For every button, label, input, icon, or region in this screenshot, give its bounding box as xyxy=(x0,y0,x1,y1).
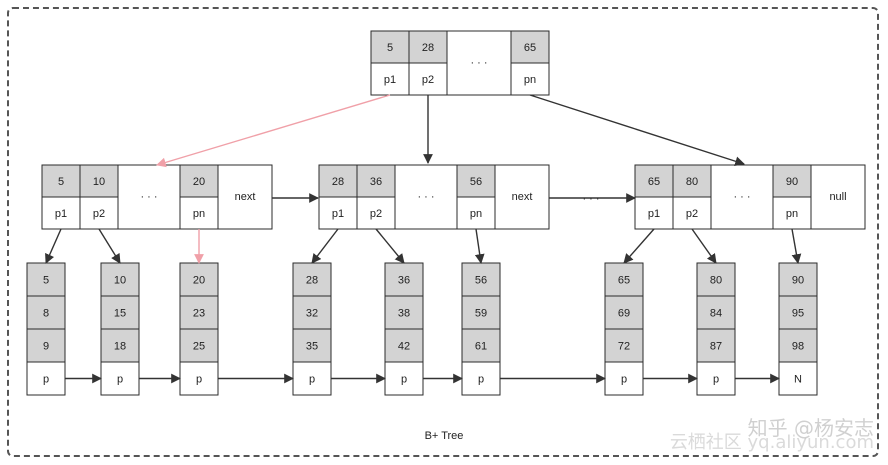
leaf-node: 10 15 18 p xyxy=(100,262,140,396)
leaf-node: 28 32 35 p xyxy=(292,262,332,396)
node-key: 56 xyxy=(470,176,482,188)
leaf-key: 28 xyxy=(306,274,318,286)
leaf-node: 65 69 72 p xyxy=(604,262,644,396)
internal-to-leaf-edge xyxy=(691,228,717,264)
node-link-label: next xyxy=(512,191,533,203)
diagram-frame xyxy=(7,7,879,457)
node-link-label: next xyxy=(235,191,256,203)
internal-node: 5 p1 10 p2 · · · 20 pn next xyxy=(41,164,273,230)
leaf-key: 69 xyxy=(618,307,630,319)
internal-to-leaf-edge xyxy=(623,228,655,264)
internal-to-leaf-edge xyxy=(375,228,405,264)
leaf-key: 38 xyxy=(398,307,410,319)
leaf-key: 65 xyxy=(618,274,630,286)
leaf-key: 18 xyxy=(114,340,126,352)
leaf-pointer: p xyxy=(713,373,719,385)
node-key: 65 xyxy=(648,176,660,188)
leaf-key: 9 xyxy=(43,340,49,352)
node-key: 28 xyxy=(332,176,344,188)
internal-node: 65 p1 80 p2 · · · 90 pn null xyxy=(634,164,866,230)
leaf-key: 72 xyxy=(618,340,630,352)
leaf-key: 87 xyxy=(710,340,722,352)
node-pointer: p2 xyxy=(422,74,434,86)
leaf-key: 25 xyxy=(193,340,205,352)
node-key: 10 xyxy=(93,176,105,188)
leaf-pointer: p xyxy=(117,373,123,385)
leaf-pointer: p xyxy=(621,373,627,385)
leaf-node: 36 38 42 p xyxy=(384,262,424,396)
root-node: 5 p1 28 p2 · · · 65 pn xyxy=(370,30,550,96)
node-ellipsis: · · · xyxy=(470,57,487,69)
node-pointer: pn xyxy=(470,208,482,220)
node-pointer: pn xyxy=(524,74,536,86)
watermark-text: 知乎 @杨安志 xyxy=(747,416,874,440)
leaf-key: 98 xyxy=(792,340,804,352)
node-pointer: pn xyxy=(786,208,798,220)
node-pointer: p1 xyxy=(384,74,396,86)
leaf-key: 90 xyxy=(792,274,804,286)
leaf-pointer: p xyxy=(196,373,202,385)
node-pointer: p2 xyxy=(93,208,105,220)
leaf-key: 35 xyxy=(306,340,318,352)
leaf-node: 20 23 25 p xyxy=(179,262,219,396)
node-pointer: p2 xyxy=(370,208,382,220)
leaf-pointer: N xyxy=(794,373,802,385)
leaf-node: 5 8 9 p xyxy=(26,262,66,396)
node-link-label: null xyxy=(829,191,846,203)
root-to-internal-3-edge xyxy=(529,94,745,166)
node-key: 5 xyxy=(387,42,393,54)
internal-node: 28 p1 36 p2 · · · 56 pn next xyxy=(318,164,550,230)
leaf-key: 5 xyxy=(43,274,49,286)
node-key: 90 xyxy=(786,176,798,188)
internal-to-leaf-edge xyxy=(311,228,339,264)
watermark-bottom-text: 云栖社区 yq.aliyun.com xyxy=(669,432,874,453)
leaf-node: 56 59 61 p xyxy=(461,262,501,396)
leaf-key: 61 xyxy=(475,340,487,352)
leaf-key: 23 xyxy=(193,307,205,319)
leaf-pointer: p xyxy=(401,373,407,385)
diagram-caption: B+ Tree xyxy=(424,430,464,442)
leaf-key: 56 xyxy=(475,274,487,286)
node-key: 5 xyxy=(58,176,64,188)
leaf-pointer: p xyxy=(43,373,49,385)
node-key: 20 xyxy=(193,176,205,188)
leaf-key: 36 xyxy=(398,274,410,286)
leaf-key: 8 xyxy=(43,307,49,319)
node-pointer: pn xyxy=(193,208,205,220)
leaf-pointer: p xyxy=(309,373,315,385)
node-pointer: p1 xyxy=(55,208,67,220)
leaf-key: 42 xyxy=(398,340,410,352)
leaf-node: 90 95 98N xyxy=(778,262,818,396)
node-pointer: p1 xyxy=(648,208,660,220)
node-pointer: p1 xyxy=(332,208,344,220)
internal-nodes-ellipsis: · · · xyxy=(582,193,599,205)
node-pointer: p2 xyxy=(686,208,698,220)
internal-to-leaf-edge xyxy=(45,228,62,264)
node-key: 36 xyxy=(370,176,382,188)
node-key: 80 xyxy=(686,176,698,188)
leaf-pointer: p xyxy=(478,373,484,385)
leaf-key: 32 xyxy=(306,307,318,319)
leaf-key: 10 xyxy=(114,274,126,286)
leaf-key: 80 xyxy=(710,274,722,286)
node-ellipsis: · · · xyxy=(140,191,157,203)
node-ellipsis: · · · xyxy=(417,191,434,203)
leaf-key: 15 xyxy=(114,307,126,319)
node-key: 28 xyxy=(422,42,434,54)
leaf-key: 95 xyxy=(792,307,804,319)
leaf-node: 80 84 87 p xyxy=(696,262,736,396)
leaf-key: 20 xyxy=(193,274,205,286)
node-ellipsis: · · · xyxy=(733,191,750,203)
node-key: 65 xyxy=(524,42,536,54)
root-to-internal-1-edge xyxy=(156,94,391,168)
leaf-key: 84 xyxy=(710,307,722,319)
internal-to-leaf-edge xyxy=(98,228,121,264)
internal-to-leaf-edge xyxy=(791,228,802,264)
internal-to-leaf-edge xyxy=(474,228,485,264)
leaf-key: 59 xyxy=(475,307,487,319)
